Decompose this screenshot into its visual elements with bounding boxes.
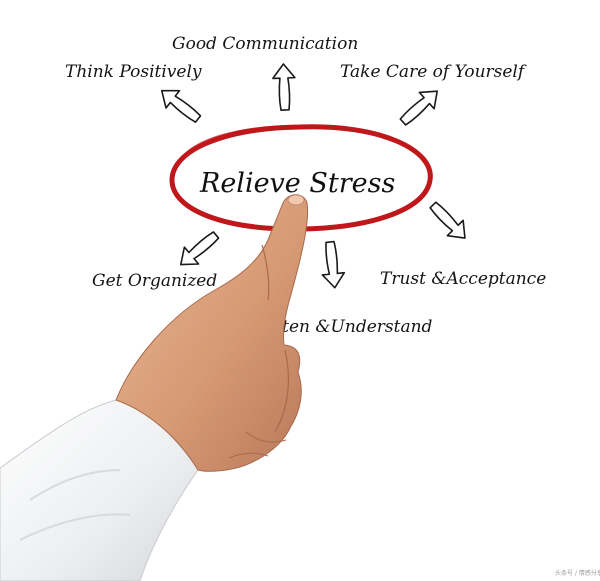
- hand: [115, 194, 309, 472]
- label-listen-understand: isten &Understand: [268, 317, 433, 337]
- watermark: 头条号 / 情感分享: [555, 569, 600, 577]
- arrow-to-think-positively: [160, 89, 202, 123]
- arrow-to-trust-acceptance: [429, 201, 466, 239]
- label-good-communication: Good Communication: [172, 34, 358, 54]
- arrow-to-take-care: [399, 90, 438, 126]
- label-think-positively: Think Positively: [65, 62, 202, 82]
- pointing-hand: [0, 194, 309, 581]
- center-label: Relieve Stress: [199, 168, 395, 199]
- arrow-to-get-organized: [179, 231, 220, 266]
- arrow-to-good-communication: [272, 63, 296, 111]
- label-trust-acceptance: Trust &Acceptance: [380, 269, 546, 289]
- arrow-to-listen-understand: [321, 240, 346, 289]
- label-take-care: Take Care of Yourself: [340, 62, 527, 82]
- label-get-organized: Get Organized: [92, 271, 217, 291]
